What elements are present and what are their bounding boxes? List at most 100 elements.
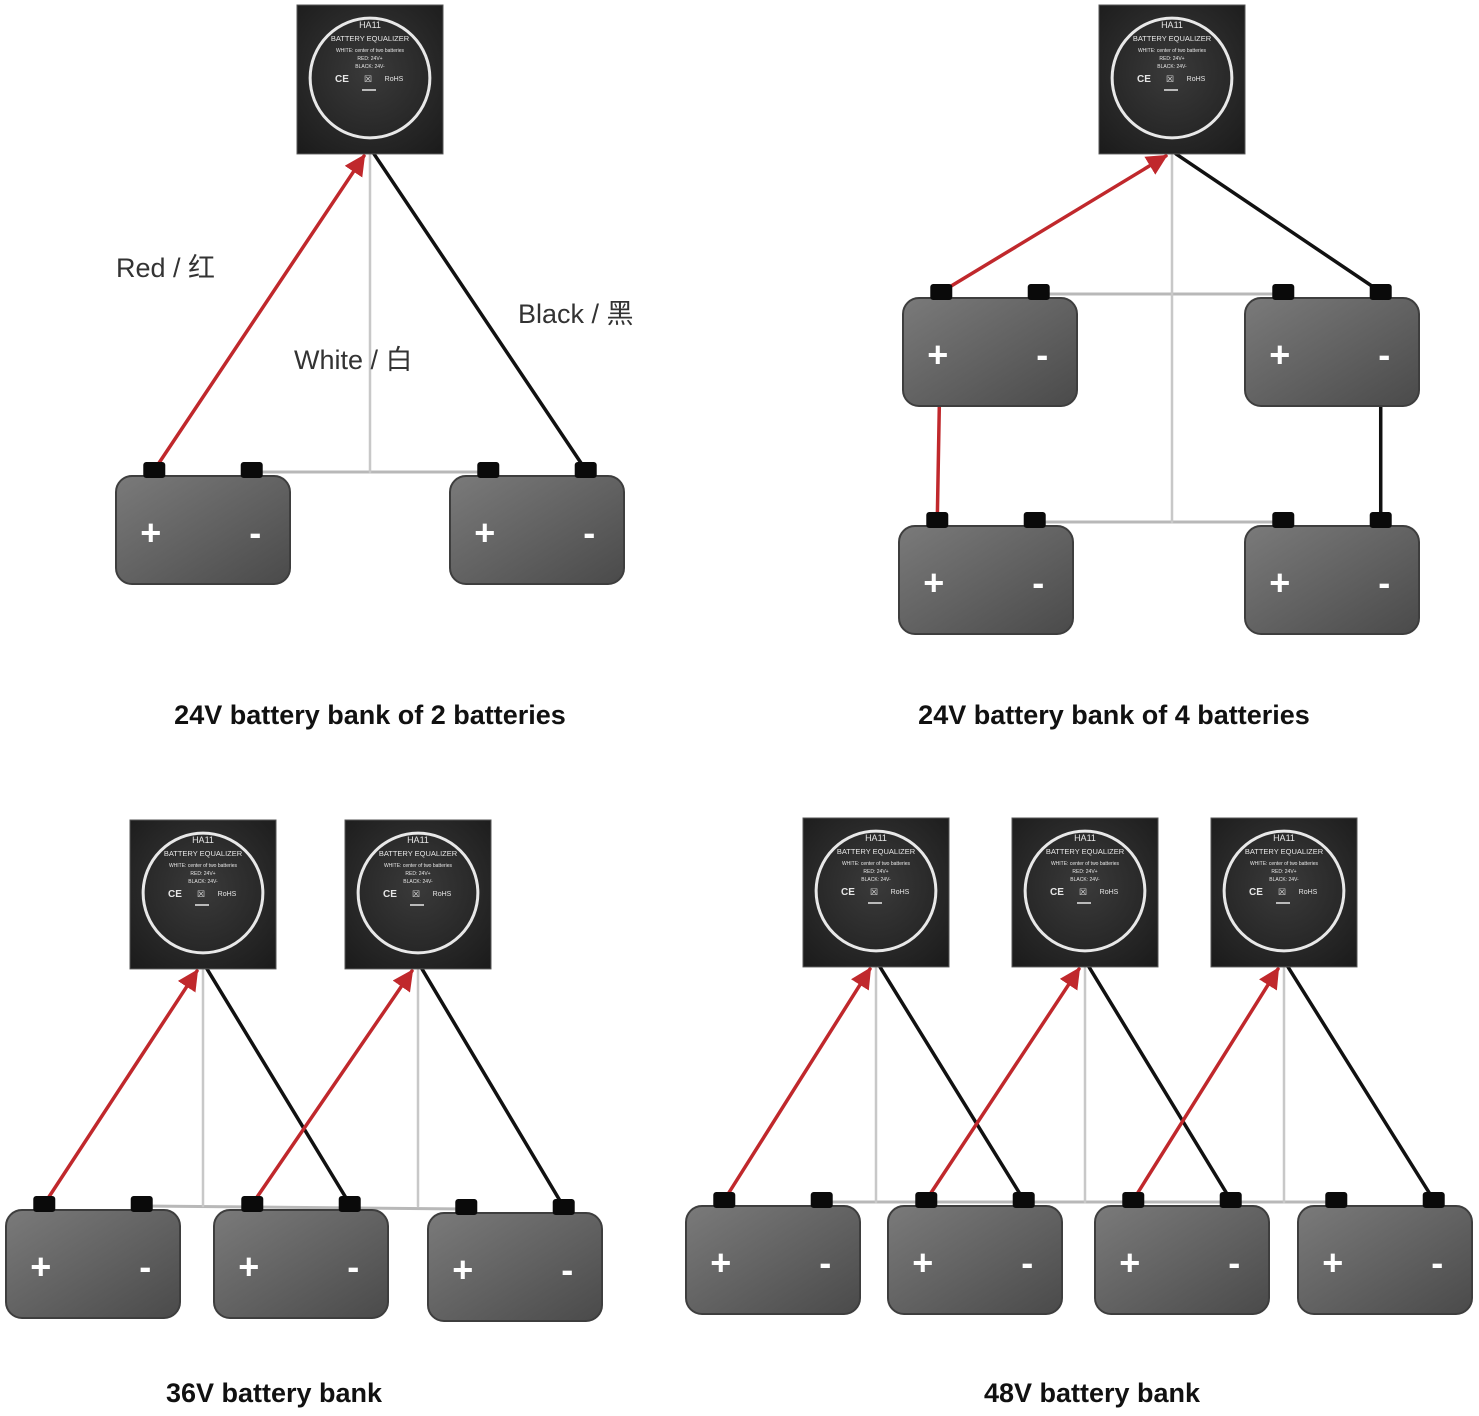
module-white-line: WHITE: center of two batteries — [1051, 861, 1120, 867]
negative-terminal — [574, 462, 597, 478]
plus-sign: + — [1269, 334, 1290, 375]
rohs-mark: RoHS — [1100, 889, 1119, 896]
negative-terminal — [1369, 284, 1392, 300]
module-red-line: RED: 24V+ — [1159, 56, 1184, 62]
negative-terminal — [1012, 1192, 1035, 1208]
rohs-mark: RoHS — [1299, 889, 1318, 896]
module-model-text: HA11 — [865, 833, 887, 843]
module-white-line: WHITE: center of two batteries — [384, 863, 453, 869]
red-wire — [924, 967, 1081, 1202]
module-body — [1210, 817, 1358, 968]
battery-body — [5, 1209, 181, 1319]
wires-layer — [42, 152, 1436, 1211]
module-model-text: HA11 — [1074, 833, 1096, 843]
module-black-line: BLACK: 24V- — [861, 877, 891, 883]
negative-terminal — [1219, 1192, 1242, 1208]
module-model-text: HA11 — [359, 20, 381, 30]
plus-sign: + — [710, 1242, 731, 1283]
ce-mark: CE — [1137, 74, 1151, 85]
red-wire — [152, 154, 366, 472]
negative-terminal — [338, 1196, 361, 1212]
positive-terminal — [1272, 284, 1295, 300]
positive-terminal — [455, 1199, 478, 1215]
white-wire-label: White / 白 — [294, 345, 413, 375]
positive-terminal — [915, 1192, 938, 1208]
rohs-mark: RoHS — [385, 76, 404, 83]
weee-bin-icon: ☒ — [870, 887, 878, 897]
battery-body — [887, 1205, 1063, 1315]
negative-terminal — [1369, 512, 1392, 528]
minus-sign: - — [1378, 334, 1390, 375]
caption-36v-bank: 36V battery bank — [165, 1378, 383, 1408]
caption-48v-bank: 48V battery bank — [983, 1378, 1201, 1408]
battery-body — [1244, 525, 1420, 635]
positive-terminal — [33, 1196, 56, 1212]
battery: +- — [5, 1196, 181, 1319]
positive-terminal — [1325, 1192, 1348, 1208]
plus-sign: + — [923, 562, 944, 603]
rohs-mark: RoHS — [891, 889, 910, 896]
module-model-text: HA11 — [192, 835, 214, 845]
black-wire — [205, 967, 352, 1206]
module-model-text: HA11 — [1273, 833, 1295, 843]
red-wire — [939, 154, 1168, 294]
weee-bin-icon: ☒ — [197, 889, 205, 899]
minus-sign: - — [139, 1246, 151, 1287]
black-wire — [420, 967, 566, 1209]
caption-24v-2-batteries: 24V battery bank of 2 batteries — [174, 700, 566, 730]
negative-terminal — [1023, 512, 1046, 528]
negative-terminal — [240, 462, 263, 478]
red-wire — [250, 969, 414, 1206]
battery: +- — [1244, 512, 1420, 635]
module-black-line: BLACK: 24V- — [188, 879, 218, 885]
positive-terminal — [926, 512, 949, 528]
minus-sign: - — [1036, 334, 1048, 375]
module-black-line: BLACK: 24V- — [403, 879, 433, 885]
weee-bin-icon: ☒ — [364, 74, 372, 84]
battery-body — [449, 475, 625, 585]
battery: +- — [449, 462, 625, 585]
positive-terminal — [477, 462, 500, 478]
positive-terminal — [241, 1196, 264, 1212]
battery: +- — [1297, 1192, 1473, 1315]
plus-sign: + — [1119, 1242, 1140, 1283]
module-model-text: HA11 — [1161, 20, 1183, 30]
module-red-line: RED: 24V+ — [357, 56, 382, 62]
battery-body — [1297, 1205, 1473, 1315]
battery-body — [685, 1205, 861, 1315]
module-ring — [1023, 829, 1147, 953]
positive-terminal — [1272, 512, 1295, 528]
minus-sign: - — [1032, 562, 1044, 603]
module-white-line: WHITE: center of two batteries — [842, 861, 911, 867]
rohs-mark: RoHS — [218, 891, 237, 898]
negative-terminal — [552, 1199, 575, 1215]
plus-sign: + — [474, 512, 495, 553]
module-name-text: BATTERY EQUALIZER — [1245, 847, 1324, 856]
battery: +- — [1094, 1192, 1270, 1315]
negative-terminal — [130, 1196, 153, 1212]
minus-sign: - — [1431, 1242, 1443, 1283]
module-ring — [1110, 16, 1234, 140]
module-white-line: WHITE: center of two batteries — [336, 48, 405, 54]
module-white-line: WHITE: center of two batteries — [1250, 861, 1319, 867]
module-black-line: BLACK: 24V- — [1157, 64, 1187, 70]
series-link-wire — [140, 1204, 468, 1211]
battery-body — [213, 1209, 389, 1319]
black-wire-label: Black / 黑 — [518, 299, 634, 329]
minus-sign: - — [1228, 1242, 1240, 1283]
positive-terminal — [713, 1192, 736, 1208]
module-red-line: RED: 24V+ — [1072, 869, 1097, 875]
battery-body — [898, 525, 1074, 635]
battery-body — [902, 297, 1078, 407]
ce-mark: CE — [841, 887, 855, 898]
module-white-line: WHITE: center of two batteries — [169, 863, 238, 869]
module-ring — [141, 831, 265, 955]
module-red-line: RED: 24V+ — [863, 869, 888, 875]
module-white-line: WHITE: center of two batteries — [1138, 48, 1207, 54]
